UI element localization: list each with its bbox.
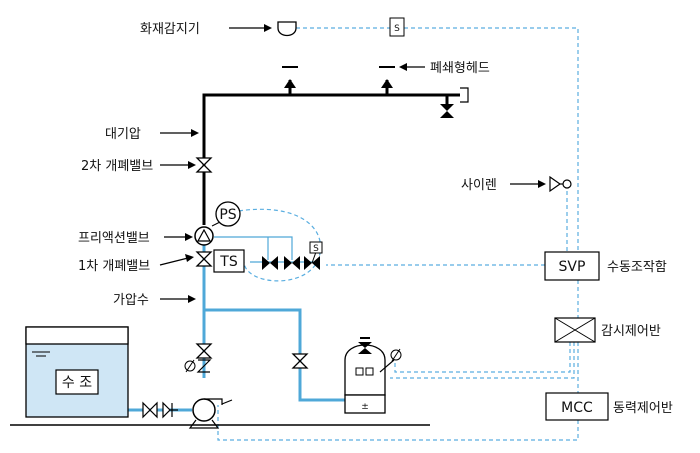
fire-detector-icon <box>277 21 297 37</box>
trim-piping <box>214 236 314 263</box>
label-preaction-valve: 프리액션밸브 <box>78 231 150 246</box>
signal-line-detector-top <box>296 27 579 252</box>
detector-s-label: S <box>394 24 400 34</box>
water-tank: 수 조 <box>25 326 129 418</box>
end-cap <box>460 87 469 103</box>
signal-lines <box>217 27 579 441</box>
trim-valve-1 <box>262 256 278 270</box>
svp-box: SVP <box>544 251 600 281</box>
solenoid-s-label: S <box>313 244 319 254</box>
tamper-switch: TS <box>213 249 245 273</box>
label-mcc-panel: 동력제어반 <box>613 401 673 416</box>
supervisory-panel-icon <box>554 317 596 343</box>
pressure-switch: PS <box>211 201 241 227</box>
pressure-tank: ± <box>344 337 402 414</box>
branch-valve-icon <box>291 353 309 369</box>
label-pressurized-water: 가압수 <box>113 293 149 308</box>
solenoid-valve: S <box>304 241 323 270</box>
signal-line-supervisory-tank2 <box>394 342 571 373</box>
label-closed-head: 폐쇄형헤드 <box>430 61 490 76</box>
dry-piping <box>202 80 469 225</box>
mcc-box: MCC <box>545 392 609 421</box>
label-primary-valve: 1차 개폐밸브 <box>78 259 150 274</box>
svp-label: SVP <box>559 259 586 275</box>
closed-head-2 <box>379 66 395 88</box>
mcc-label: MCC <box>561 400 593 416</box>
signal-line-supervisory-tank <box>390 342 575 379</box>
closed-head-1 <box>282 66 298 88</box>
tank-label: 수 조 <box>62 375 92 391</box>
ts-label: TS <box>219 254 238 270</box>
riser-check-valve-icon <box>184 359 212 373</box>
preaction-valve-icon <box>194 226 214 246</box>
siren-icon <box>549 175 572 193</box>
label-atmospheric: 대기압 <box>105 127 141 142</box>
pump-icon <box>188 398 233 429</box>
signal-line-mcc-bottom <box>217 405 579 441</box>
suction-strainer <box>162 401 178 419</box>
label-manual-panel: 수동조작함 <box>607 260 667 275</box>
branch-to-tank <box>204 308 345 402</box>
signal-line-ps-ts-loop <box>231 208 322 282</box>
suction-valve-1 <box>142 401 158 419</box>
detector-solenoid-box: S <box>389 17 405 37</box>
label-siren: 사이렌 <box>461 178 497 193</box>
svg-text:±: ± <box>361 402 369 412</box>
label-fire-detector: 화재감지기 <box>140 22 200 37</box>
leader-arrows <box>159 24 546 303</box>
riser-dry <box>202 93 460 225</box>
label-supervisory-panel: 감시제어반 <box>601 324 661 339</box>
secondary-valve-icon <box>195 157 213 173</box>
trim-valve-2 <box>284 256 300 270</box>
ps-label: PS <box>219 207 236 223</box>
label-secondary-valve: 2차 개폐밸브 <box>81 159 153 174</box>
primary-valve-icon <box>195 251 213 267</box>
end-test-valve <box>440 104 454 118</box>
riser-gate-valve-icon <box>195 343 213 359</box>
